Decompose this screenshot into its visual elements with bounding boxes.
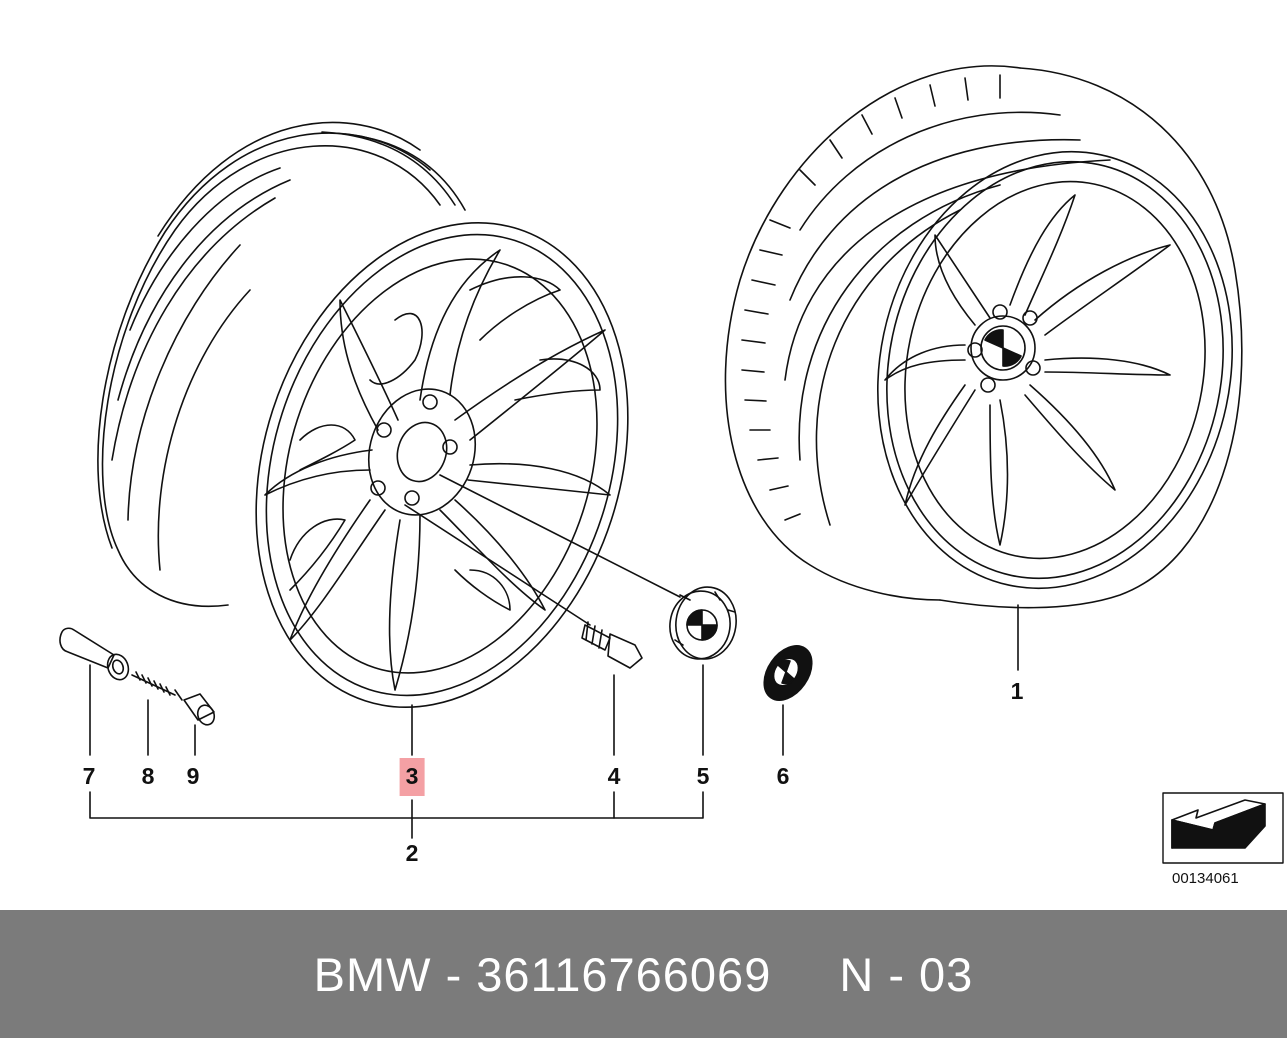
callout-6[interactable]: 6 — [776, 763, 790, 789]
valve-core-icon — [131, 671, 183, 756]
parts-diagram: 1 7 8 9 3 4 5 6 2 00134061 — [59, 65, 1284, 887]
diagram-canvas — [59, 65, 1284, 864]
page-label: N - 03 — [839, 947, 974, 1001]
callout-2[interactable]: 2 — [405, 840, 419, 866]
callout-1[interactable]: 1 — [1010, 678, 1024, 704]
valve-cap-icon — [183, 693, 216, 756]
complete-wheel-icon — [724, 65, 1243, 671]
callout-9[interactable]: 9 — [186, 763, 200, 789]
part-number-label: BMW - 36116766069 — [313, 947, 772, 1001]
back-arrow-icon[interactable] — [1162, 792, 1284, 864]
hub-cap-icon — [669, 586, 737, 756]
reference-code: 00134061 — [1172, 870, 1239, 887]
wheel-bolt-icon — [581, 621, 643, 756]
callout-4[interactable]: 4 — [607, 763, 621, 789]
callout-7[interactable]: 7 — [82, 763, 96, 789]
emblem-icon — [763, 645, 813, 756]
callout-8[interactable]: 8 — [141, 763, 155, 789]
footer-bar: BMW - 36116766069 N - 03 — [0, 910, 1287, 1038]
wheel-rim-icon — [97, 121, 681, 708]
valve-icon — [59, 627, 130, 756]
callout-3[interactable]: 3 — [399, 758, 425, 796]
callout-5[interactable]: 5 — [696, 763, 710, 789]
